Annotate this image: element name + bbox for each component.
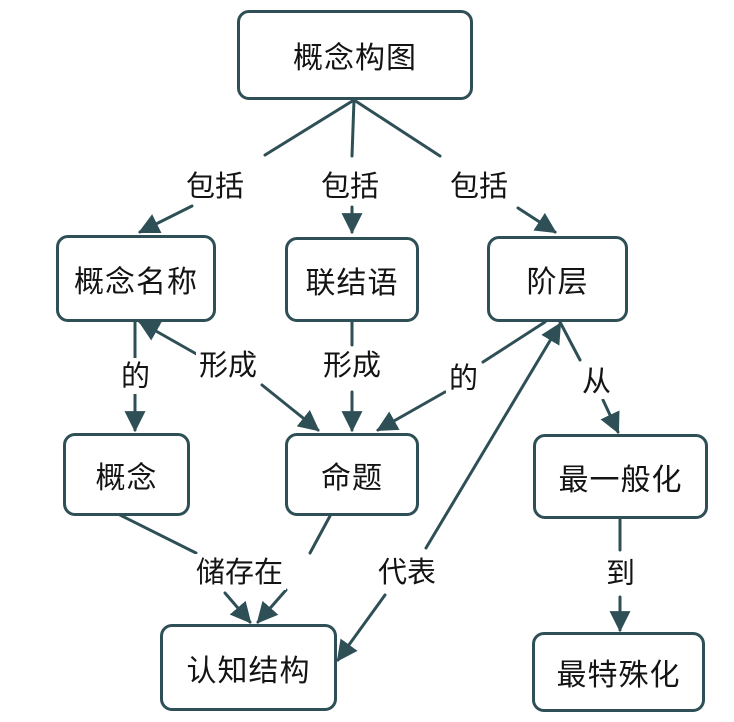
link-label-form-from-concept-name: 形成 <box>196 347 261 383</box>
connector-concept-to-cognitive-structure-arrow <box>223 591 252 624</box>
node-cognitive-structure: 认知结构 <box>160 624 337 711</box>
connector-cognitive-structure-to-hierarchy <box>336 593 387 662</box>
link-label-of-concept: 的 <box>118 358 154 394</box>
node-proposition: 命题 <box>285 433 419 516</box>
node-link-words: 联结语 <box>285 237 419 322</box>
connector-hierarchy-to-proposition <box>481 320 547 364</box>
link-label-form-from-link-words: 形成 <box>320 347 385 383</box>
connector-proposition-to-cognitive-structure <box>308 514 332 555</box>
connector-hierarchy-to-most-general-arrow <box>600 398 620 434</box>
node-concept-name: 概念名称 <box>56 235 216 322</box>
connector-hierarchy-to-proposition-arrow <box>376 390 447 432</box>
connector-root-to-hierarchy-arrow <box>516 206 557 234</box>
node-concept-map: 概念构图 <box>237 10 473 100</box>
connector-concept-name-to-proposition-arrow <box>260 383 320 432</box>
link-label-to: 到 <box>603 555 639 591</box>
connector-hierarchy-to-most-general <box>558 320 582 362</box>
node-most-general: 最一般化 <box>533 434 708 519</box>
connector-root-to-hierarchy <box>352 98 442 158</box>
link-label-of-hierarchy: 的 <box>446 360 482 396</box>
link-label-includes-hierarchy: 包括 <box>447 168 512 204</box>
link-label-includes-link-words: 包括 <box>318 168 383 204</box>
connector-proposition-to-cognitive-structure-arrow <box>256 588 288 624</box>
connector-concept-name-to-proposition <box>138 320 202 358</box>
link-label-represents: 代表 <box>375 554 440 590</box>
node-concept: 概念 <box>63 433 190 516</box>
connector-concept-to-cognitive-structure <box>118 513 198 555</box>
link-label-includes-concept-name: 包括 <box>183 168 248 204</box>
connector-root-to-concept-name-arrow <box>138 204 194 234</box>
node-hierarchy: 阶层 <box>487 236 628 322</box>
link-label-stored-in: 储存在 <box>193 554 287 590</box>
connector-cognitive-structure-to-hierarchy-arrow <box>424 322 562 550</box>
node-most-specific: 最特殊化 <box>532 632 705 712</box>
connector-root-to-link-words <box>350 98 356 158</box>
link-label-from: 从 <box>579 363 615 399</box>
connector-root-to-concept-name <box>263 98 356 157</box>
